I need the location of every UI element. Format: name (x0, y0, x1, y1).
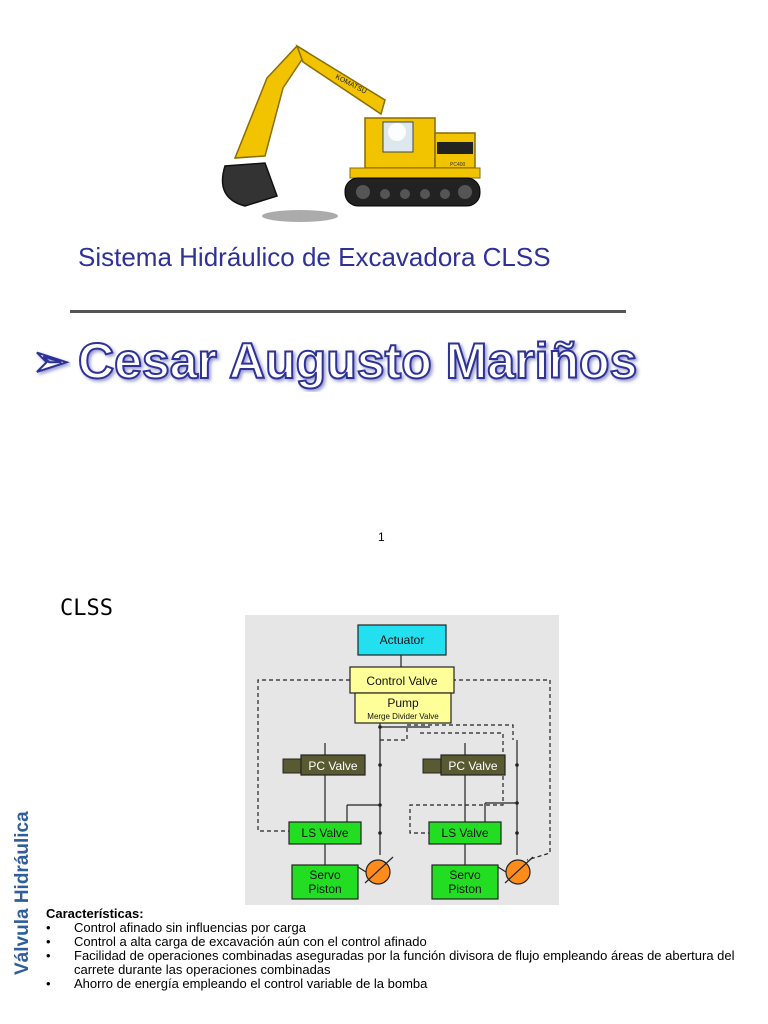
pump-right-icon (497, 856, 534, 885)
ls-valve-right-label: LS Valve (441, 826, 488, 840)
feature-text: Ahorro de energía empleando el control v… (74, 976, 428, 991)
pump-label: Pump (387, 696, 419, 710)
servo-left-label-2: Piston (308, 882, 341, 896)
pump-left-icon (357, 856, 394, 885)
servo-right-label-1: Servo (449, 868, 481, 882)
bullet-icon: • (46, 934, 51, 949)
merge-divider-label: Merge Divider Valve (367, 712, 439, 721)
bullet-icon: • (46, 948, 51, 963)
bullet-icon: • (46, 920, 51, 935)
feature-item: • Control a alta carga de excavación aún … (46, 935, 761, 949)
feature-item: • Ahorro de energía empleando el control … (46, 977, 761, 991)
page-number: 1 (378, 530, 385, 544)
control-valve-label: Control Valve (366, 674, 437, 688)
slide-heading: CLSS (60, 596, 113, 621)
feature-item: • Control afinado sin influencias por car… (46, 921, 761, 935)
servo-left-label-1: Servo (309, 868, 341, 882)
author-text: Cesar Augusto Mariños (78, 333, 637, 389)
excavator-image: KOMATSU PC400 (221, 44, 481, 222)
presentation-subtitle: Sistema Hidráulico de Excavadora CLSS (78, 242, 551, 272)
clss-diagram: Actuator Control Valve Pump Merge Divide… (245, 615, 559, 905)
bullet-icon: • (46, 976, 51, 991)
feature-text: Facilidad de operaciones combinadas aseg… (74, 948, 735, 977)
pc-valve-left-label: PC Valve (308, 759, 357, 773)
ls-valve-left-label: LS Valve (301, 826, 348, 840)
servo-right-label-2: Piston (448, 882, 481, 896)
pc-valve-right-label: PC Valve (448, 759, 497, 773)
feature-text: Control a alta carga de excavación aún c… (74, 934, 427, 949)
author-name: ➢ Cesar Augusto Mariños (32, 332, 638, 390)
feature-item: • Facilidad de operaciones combinadas ase… (46, 949, 761, 977)
actuator-label: Actuator (380, 633, 425, 647)
author-arrow-icon: ➢ (32, 336, 69, 387)
side-label: Válvula Hidráulica (12, 811, 33, 975)
divider-line (70, 310, 626, 313)
feature-text: Control afinado sin influencias por carg… (74, 920, 306, 935)
features-title: Características: (46, 906, 144, 921)
model-text: PC400 (450, 162, 466, 168)
features-list: Características: • Control afinado sin in… (46, 907, 761, 991)
